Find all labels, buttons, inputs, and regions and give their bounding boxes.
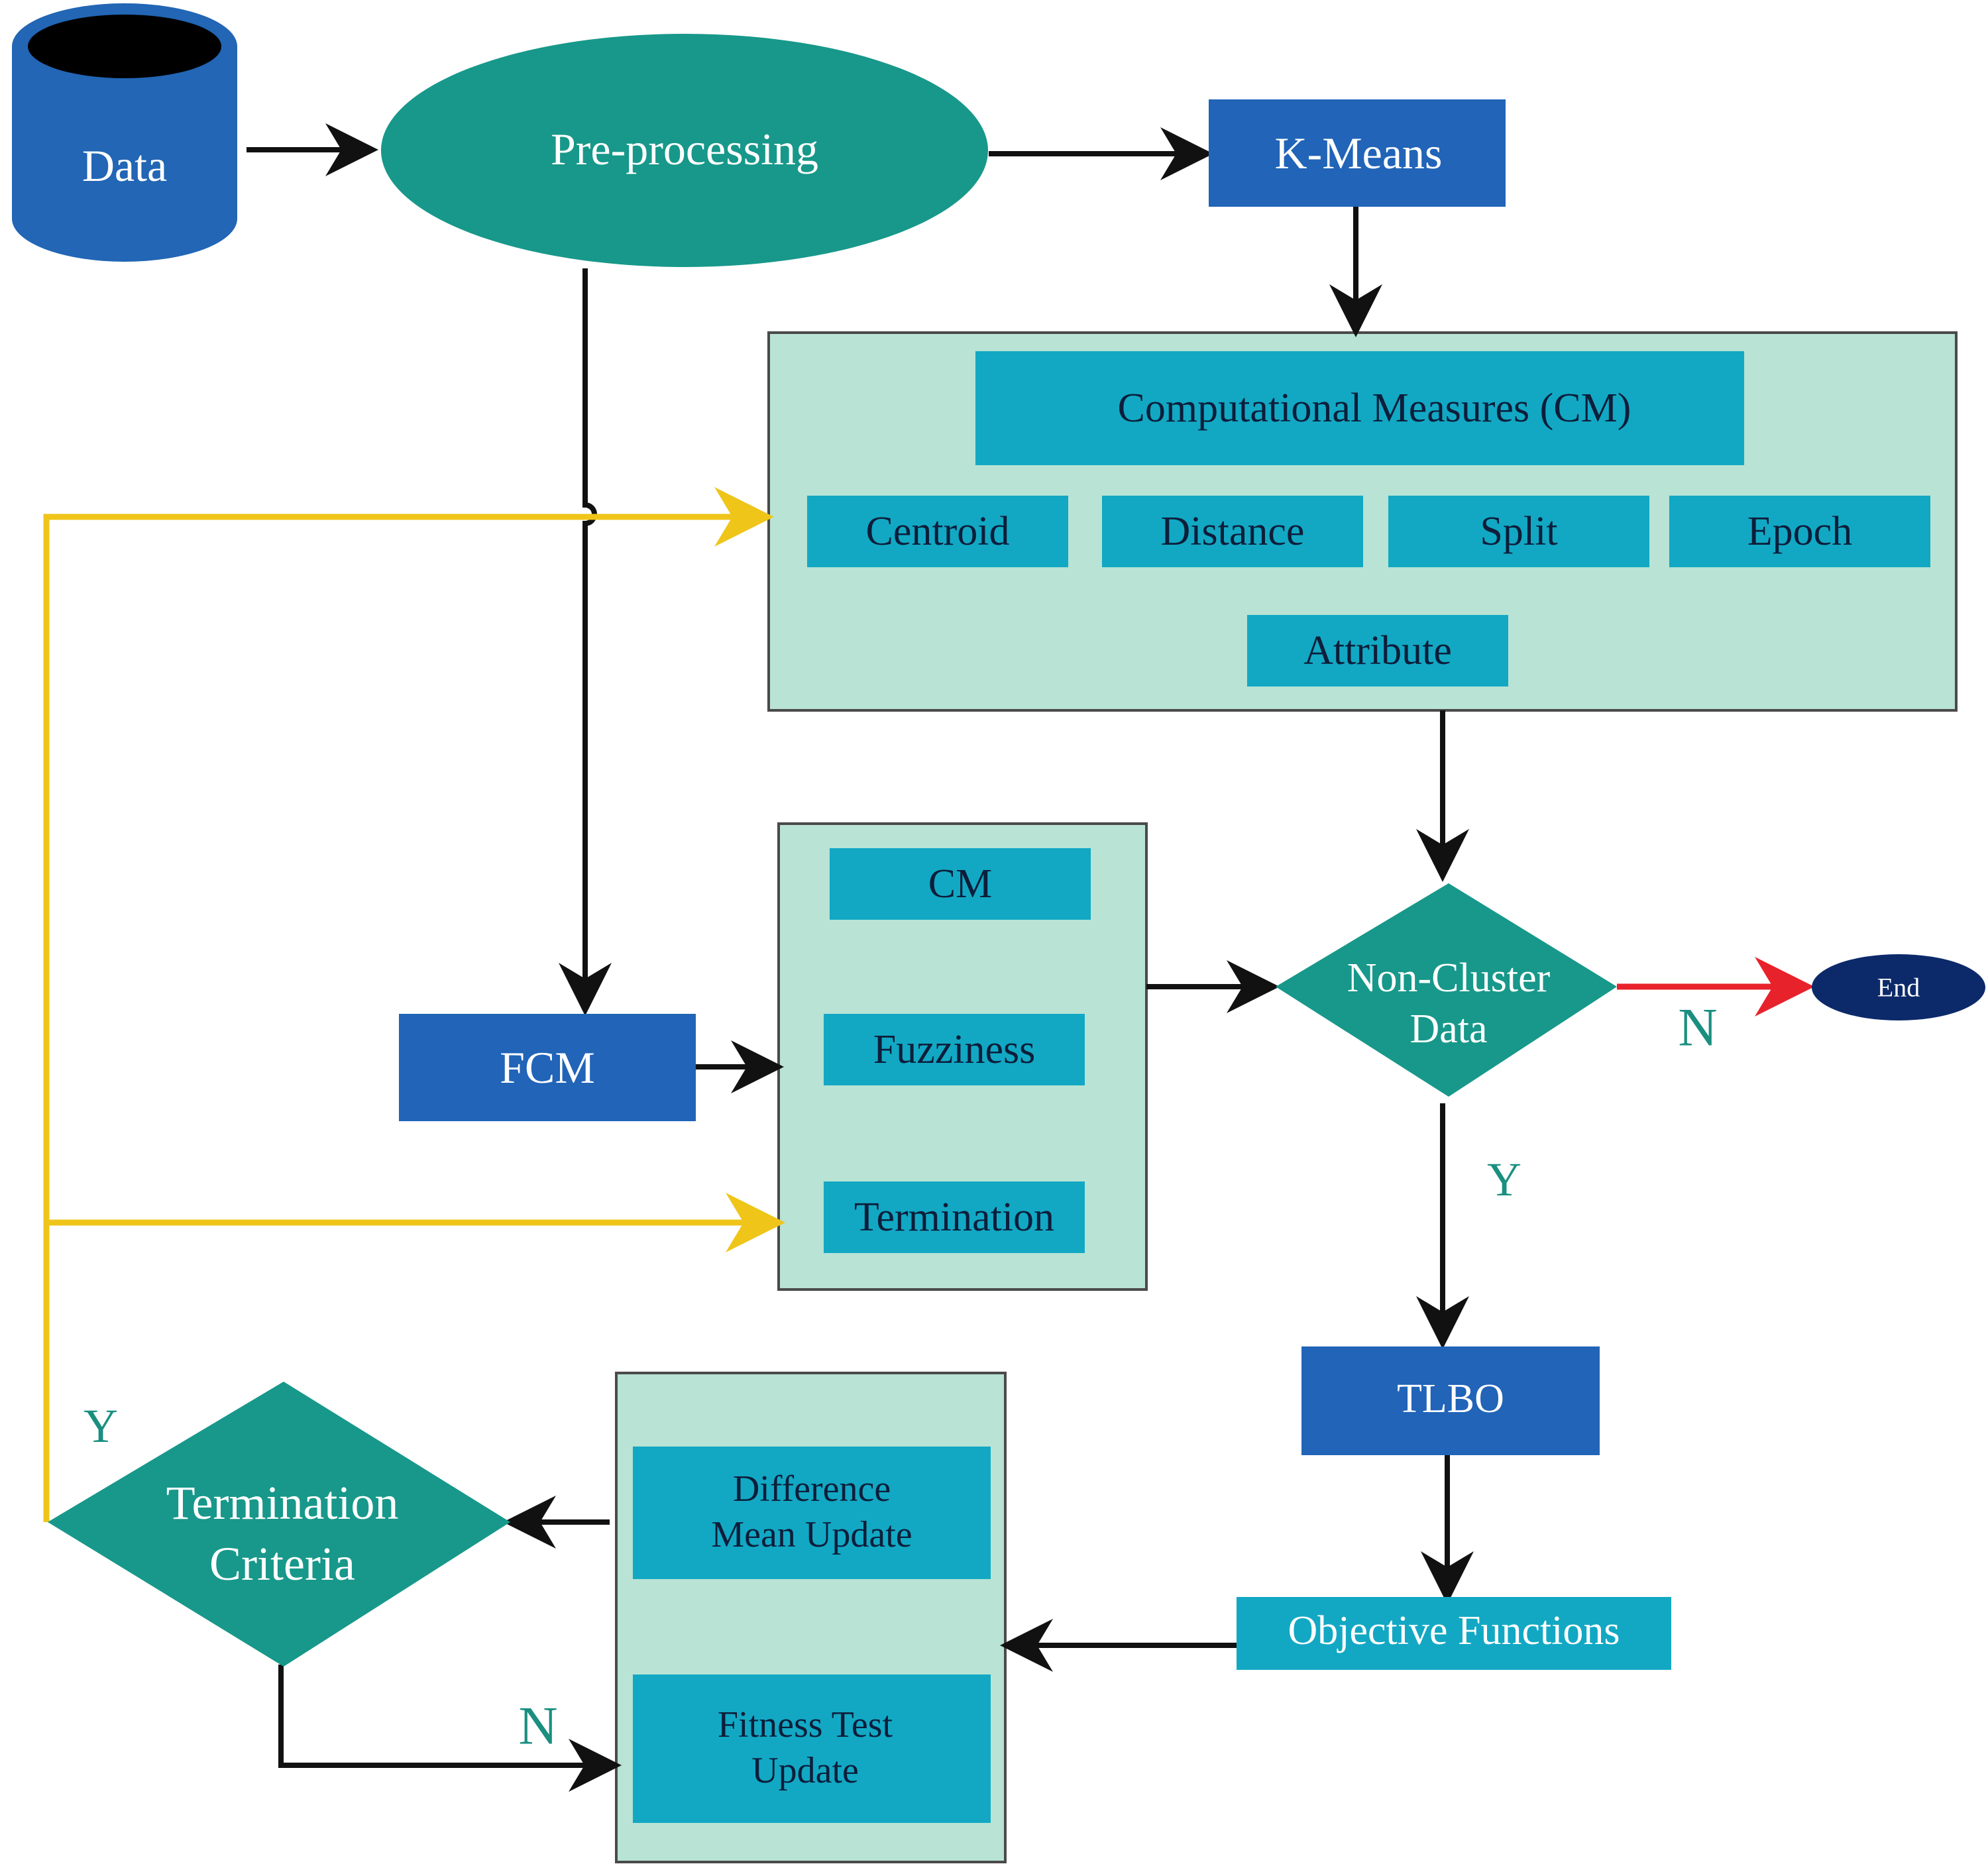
epoch-label: Epoch [1747,509,1852,554]
criteria-no-label: N [518,1696,557,1756]
objective-functions-box: Objective Functions [1237,1597,1671,1670]
preprocessing-label: Pre-processing [551,124,818,174]
cm-title-box: Computational Measures (CM) [975,351,1744,465]
edge-criteria-no-to-fitness [278,1665,622,1792]
objective-functions-label: Objective Functions [1288,1608,1620,1653]
non-cluster-no-label: N [1678,997,1717,1058]
non-cluster-yes-label: Y [1487,1153,1521,1206]
attribute-label: Attribute [1303,628,1452,673]
fitness-label-line1: Fitness Test [718,1704,893,1745]
attribute-box: Attribute [1247,615,1508,686]
tlbo-node: TLBO [1301,1346,1600,1455]
data-label: Data [82,140,167,191]
cm-title-label: Computational Measures (CM) [1118,386,1631,431]
edge-criteria-yes-feedback [43,487,774,1522]
criteria-label-line2: Criteria [209,1537,355,1590]
distance-box: Distance [1102,496,1363,567]
split-label: Split [1480,509,1557,554]
difference-mean-update-box: Difference Mean Update [633,1447,991,1579]
centroid-label: Centroid [866,509,1010,554]
termination-criteria-decision: Termination Criteria [48,1382,510,1667]
centroid-box: Centroid [807,496,1068,567]
non-cluster-decision: Non-Cluster Data [1276,883,1617,1097]
edge-preprocessing-to-fcm [559,268,612,1016]
tlbo-label: TLBO [1397,1376,1504,1421]
criteria-label-line1: Termination [166,1476,399,1529]
fitness-label-line2: Update [751,1750,859,1791]
criteria-yes-label: Y [83,1400,118,1453]
non-cluster-label-line1: Non-Cluster [1347,956,1551,1001]
termination-box: Termination [824,1181,1085,1253]
fuzziness-label: Fuzziness [873,1027,1036,1072]
distance-label: Distance [1161,509,1305,554]
end-node: End [1812,954,1985,1020]
kmeans-node: K-Means [1209,99,1506,207]
end-label: End [1877,973,1920,1003]
fcm-node: FCM [399,1014,696,1121]
epoch-box: Epoch [1669,496,1930,567]
non-cluster-label-line2: Data [1409,1007,1487,1052]
termination-label: Termination [854,1195,1054,1240]
kmeans-label: K-Means [1274,128,1442,178]
cm-label: CM [928,861,992,906]
fcm-label: FCM [500,1042,595,1093]
split-box: Split [1388,496,1649,567]
fitness-test-update-box: Fitness Test Update [633,1674,991,1823]
data-cylinder: Data [12,3,237,262]
fuzziness-box: Fuzziness [824,1014,1085,1085]
difference-label-line2: Mean Update [711,1514,912,1555]
cm-box: CM [830,848,1091,920]
difference-label-line1: Difference [733,1468,891,1509]
preprocessing-node: Pre-processing [381,34,988,267]
